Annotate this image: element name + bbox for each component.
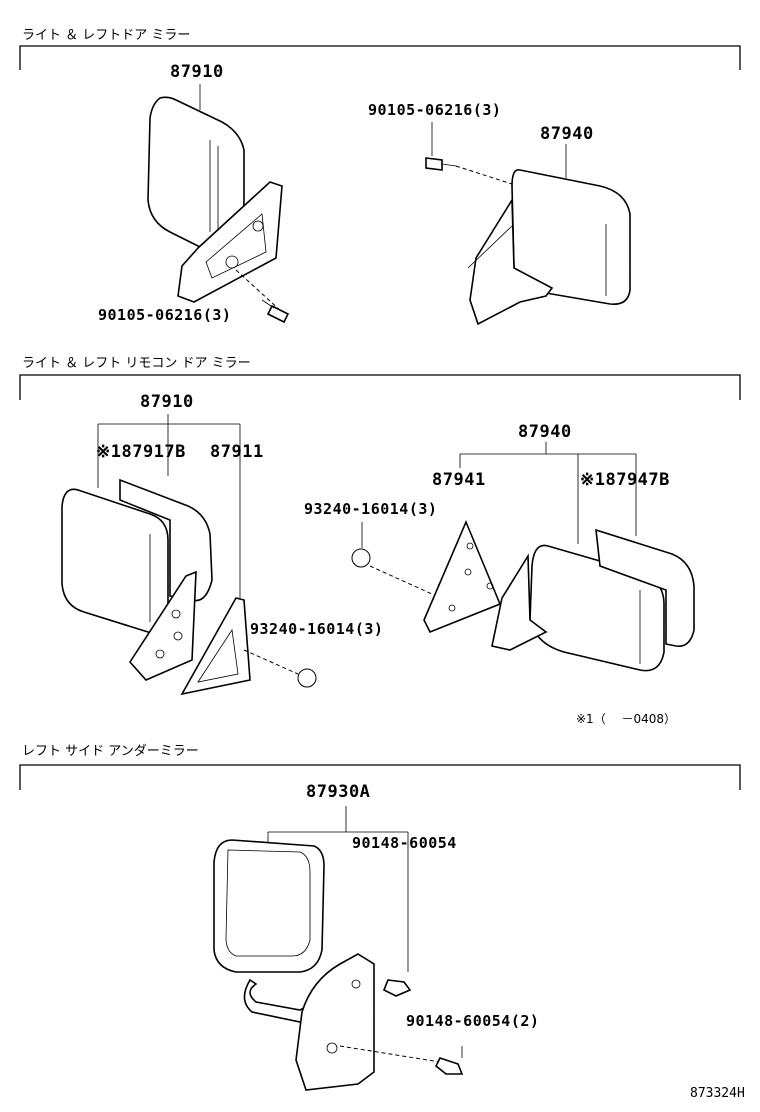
- part-number-87930a: 87930A: [306, 782, 371, 802]
- mirror-87910-remote-illustration: [61, 478, 213, 681]
- section-title-door-mirror: ライト ＆ レフトドア ミラー: [22, 28, 191, 43]
- mirror-base-87941-illustration: [423, 519, 502, 634]
- bolt-90105-right-illustration: [425, 157, 513, 185]
- diagram-reference-number: 873324H: [690, 1086, 745, 1101]
- mirror-87910-illustration: [147, 96, 283, 303]
- section-2-frame: [19, 374, 741, 400]
- part-number-87947b: ※187947B: [580, 470, 670, 490]
- section-3-frame: [19, 764, 741, 790]
- bracket-87930a: [267, 806, 409, 972]
- screw-93240-left-illustration: [243, 649, 317, 688]
- section-title-under-mirror: レフト サイド アンダーミラー: [22, 744, 199, 759]
- bolt-90105-left-illustration: [235, 269, 290, 324]
- bracket-87940-s2: [459, 442, 637, 544]
- part-number-87940-s1: 87940: [540, 124, 594, 144]
- part-number-87941: 87941: [432, 470, 486, 490]
- footnote-production-period: ※1（ －0408）: [576, 712, 677, 726]
- bolt-90148-top-illustration: [382, 979, 412, 997]
- part-number-87911: 87911: [210, 442, 264, 462]
- part-number-87910-s2: 87910: [140, 392, 194, 412]
- section-title-remote-mirror: ライト ＆ レフト リモコン ドア ミラー: [22, 356, 251, 371]
- part-number-90148-bottom: 90148-60054(2): [406, 1012, 540, 1030]
- part-number-90105-s1-left: 90105-06216(3): [98, 306, 232, 324]
- mirror-87940-illustration: [467, 169, 631, 326]
- bolt-90148-bottom-illustration: [339, 1045, 464, 1075]
- part-number-87910-s1: 87910: [170, 62, 224, 82]
- screw-93240-right-illustration: [351, 548, 433, 595]
- section-1-frame: [19, 45, 741, 70]
- bracket-87910-s2: [97, 414, 241, 598]
- part-number-93240-s2-left: 93240-16014(3): [250, 620, 384, 638]
- mirror-87940-remote-illustration: [491, 528, 695, 672]
- part-number-87940-s2: 87940: [518, 422, 572, 442]
- part-number-93240-s2-right: 93240-16014(3): [304, 500, 438, 518]
- part-number-90105-s1-right: 90105-06216(3): [368, 101, 502, 119]
- part-number-87917b: ※187917B: [96, 442, 186, 462]
- part-number-90148-top: 90148-60054: [352, 834, 457, 852]
- mirror-holder-87911-illustration: [180, 597, 251, 696]
- mirror-87930a-illustration: [213, 839, 375, 1091]
